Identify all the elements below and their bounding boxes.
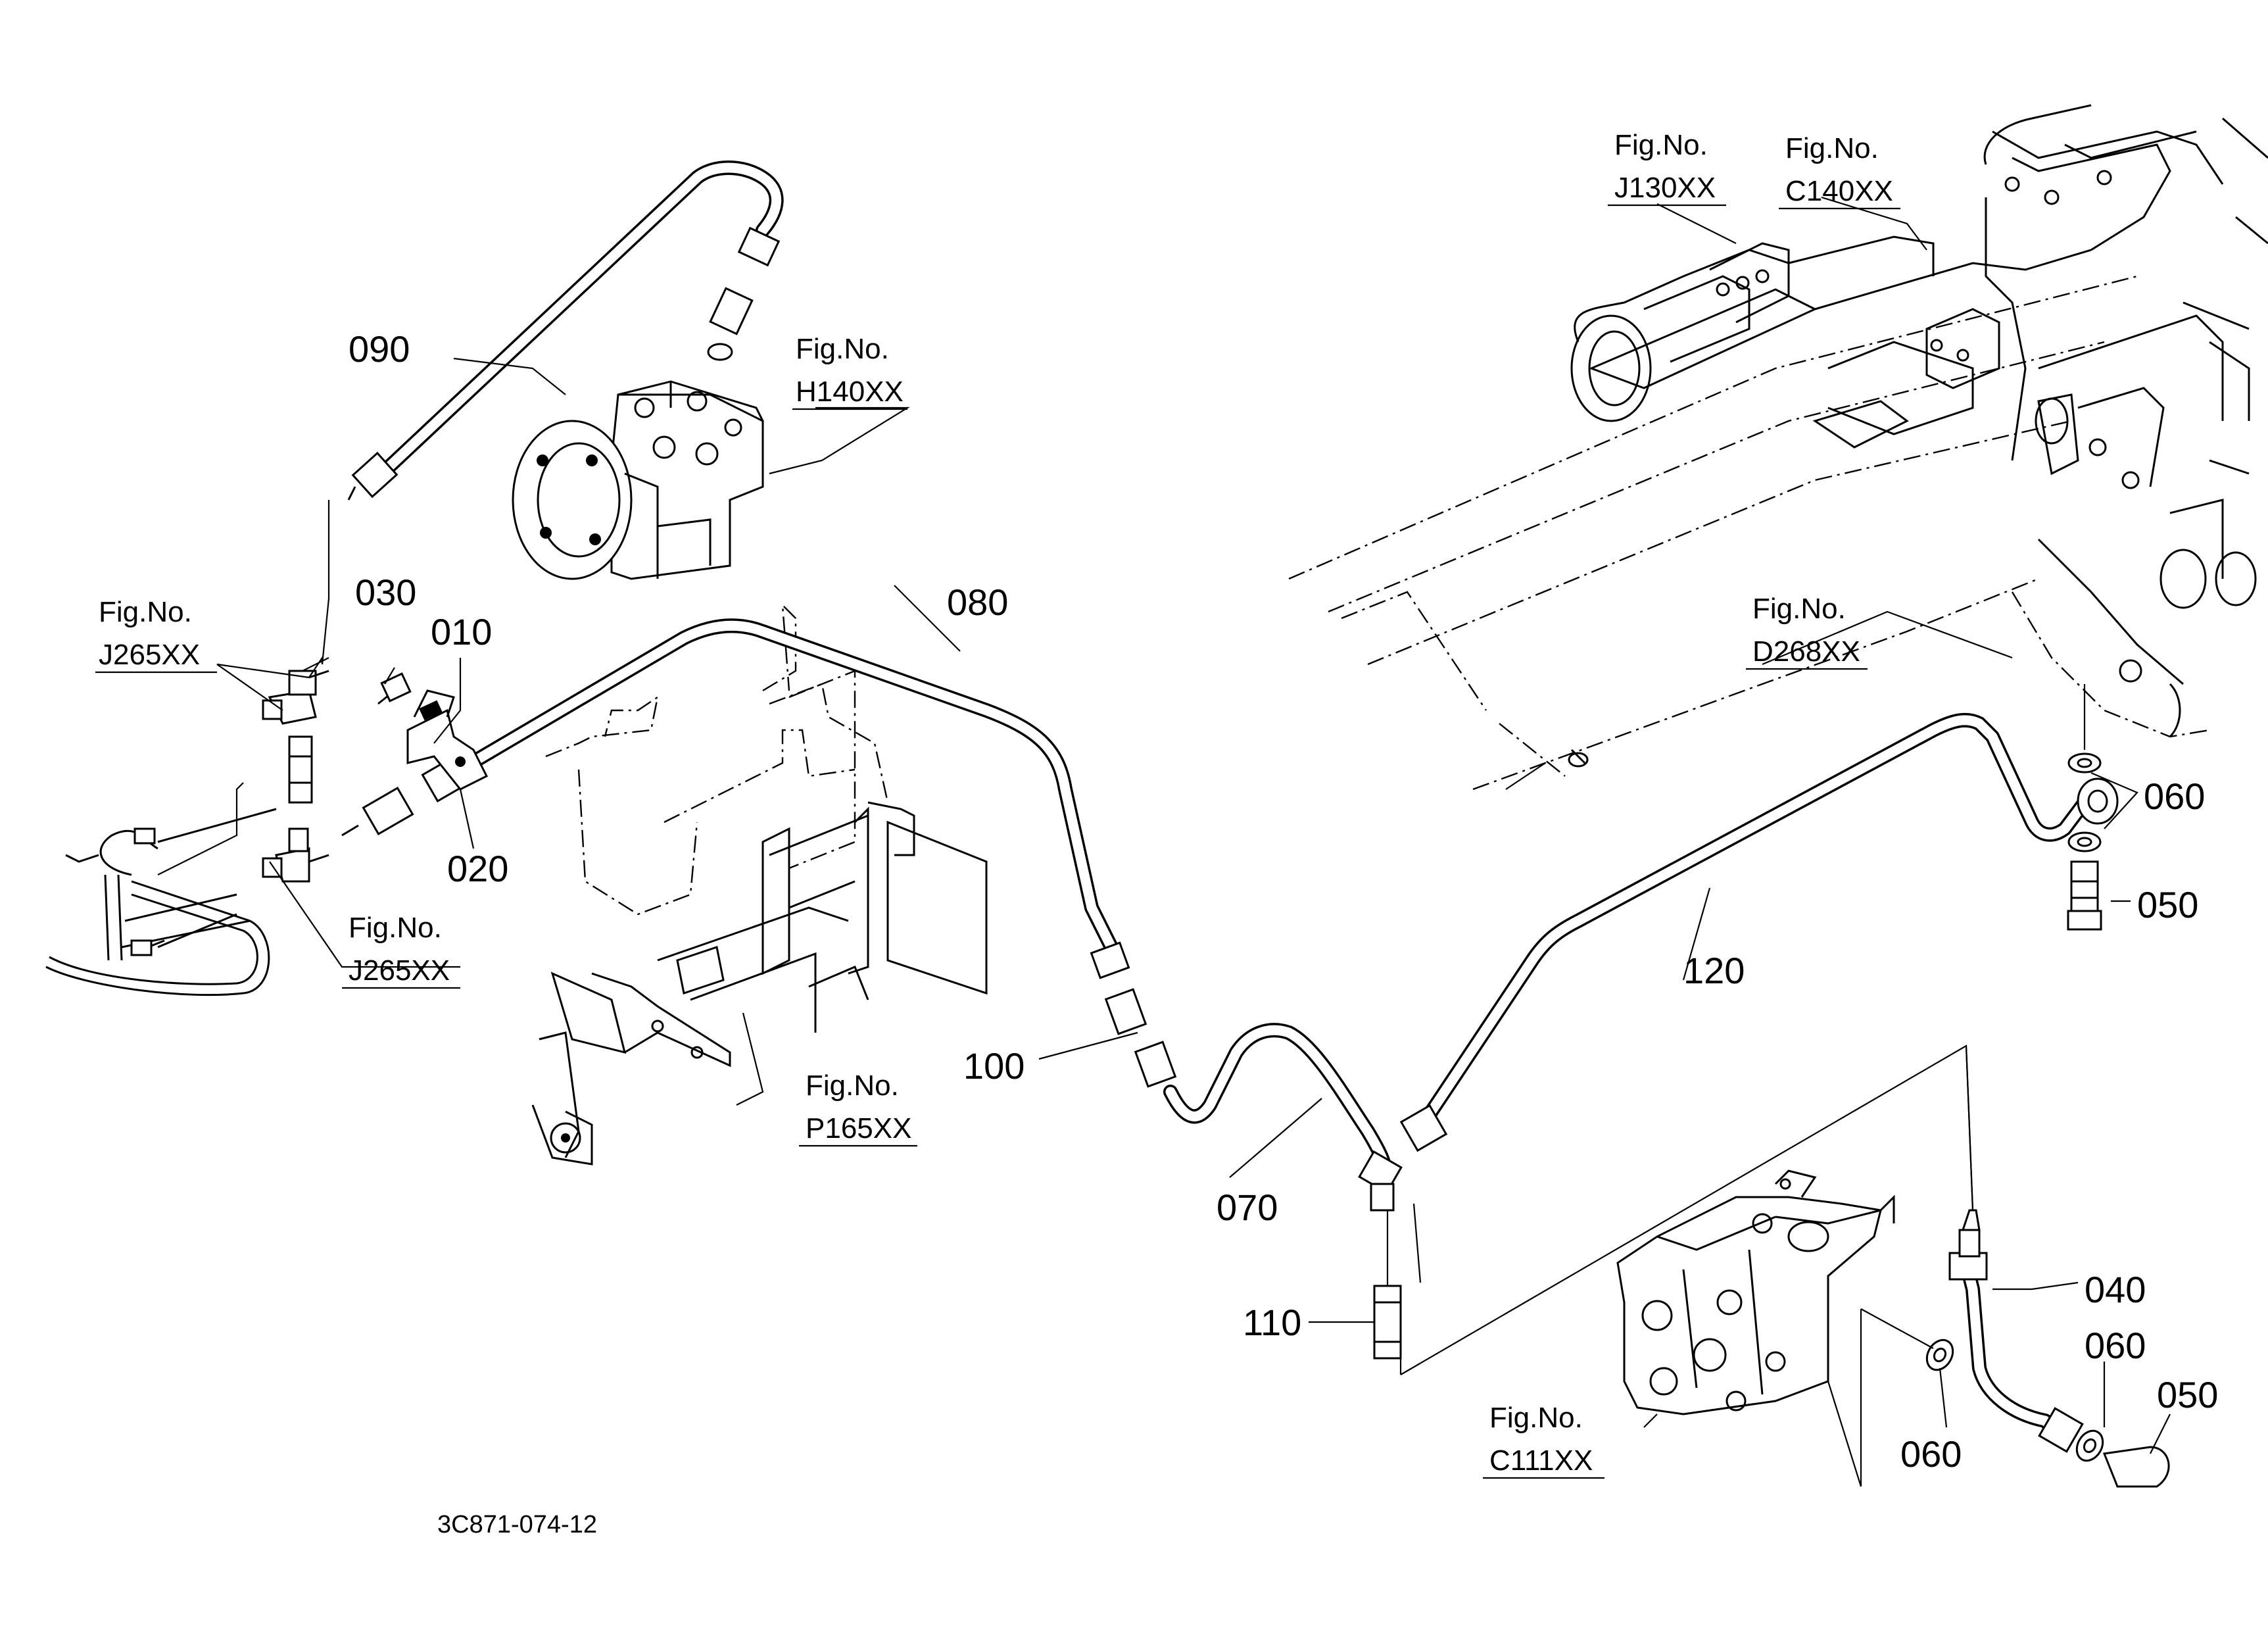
label-040: 040: [2085, 1269, 2146, 1310]
svg-text:J130XX: J130XX: [1614, 172, 1716, 204]
figref-j130: Fig.No. J130XX: [1608, 129, 1726, 207]
pipe-070: [1163, 1023, 1403, 1212]
label-010: 010: [431, 611, 492, 652]
svg-text:C111XX: C111XX: [1489, 1444, 1593, 1477]
control-valve: [1616, 1169, 1895, 1415]
svg-text:J265XX: J265XX: [99, 639, 200, 671]
pipe-080: [341, 618, 1177, 1088]
svg-text:C140XX: C140XX: [1785, 175, 1893, 207]
figref-h140: Fig.No. H140XX: [792, 333, 907, 410]
mounting-bracket: [531, 602, 988, 1166]
label-100: 100: [963, 1045, 1025, 1087]
svg-text:Fig.No.: Fig.No.: [796, 333, 889, 365]
steering-unit: [512, 380, 764, 580]
figref-d268: Fig.No. D268XX: [1746, 593, 1868, 670]
label-070: 070: [1217, 1187, 1278, 1228]
svg-text:Fig.No.: Fig.No.: [1614, 129, 1708, 161]
figref-j265-upper: Fig.No. J265XX: [95, 596, 217, 674]
svg-text:Fig.No.: Fig.No.: [806, 1069, 899, 1102]
svg-text:Fig.No.: Fig.No.: [1785, 132, 1879, 164]
svg-text:Fig.No.: Fig.No.: [99, 596, 192, 628]
svg-text:D268XX: D268XX: [1752, 635, 1860, 668]
svg-text:Fig.No.: Fig.No.: [349, 912, 442, 944]
left-pipe-assembly: [45, 500, 330, 996]
label-050-right: 050: [2137, 884, 2198, 925]
pipe-090: [347, 160, 784, 501]
leader-lines: [216, 196, 2171, 1454]
svg-text:J265XX: J265XX: [349, 954, 450, 987]
label-060-right: 060: [2144, 775, 2205, 817]
figure-references: Fig.No. H140XX Fig.No. J265XX Fig.No. J2…: [95, 129, 1900, 1479]
clamp-assembly: [377, 672, 489, 791]
svg-text:Fig.No.: Fig.No.: [1489, 1402, 1583, 1434]
right-eye-joint: [2067, 684, 2119, 931]
svg-text:Fig.No.: Fig.No.: [1752, 593, 1846, 625]
figref-p165: Fig.No. P165XX: [799, 1069, 917, 1147]
label-120: 120: [1683, 950, 1745, 991]
figref-c140: Fig.No. C140XX: [1779, 132, 1900, 210]
pipe-040-assembly: [1925, 1045, 2170, 1488]
label-080: 080: [947, 581, 1008, 623]
connection-frame: [1399, 1045, 1974, 1487]
drawing-code: 3C871-074-12: [437, 1511, 597, 1538]
figref-j265-lower: Fig.No. J265XX: [342, 912, 460, 989]
part-number-labels: 090 030 010 080 020 100 070 110 120 060 …: [349, 328, 2218, 1475]
label-020: 020: [447, 848, 508, 889]
label-030: 030: [355, 572, 416, 613]
label-050-bottom: 050: [2157, 1374, 2218, 1415]
transmission-housing: [1288, 104, 2268, 791]
nipple-110: [1373, 1203, 1422, 1360]
figref-c111: Fig.No. C111XX: [1483, 1402, 1604, 1479]
pipe-120: [1399, 712, 2092, 1152]
label-110: 110: [1243, 1302, 1301, 1343]
label-060-mid: 060: [2085, 1325, 2146, 1366]
label-090: 090: [349, 328, 410, 370]
svg-text:P165XX: P165XX: [806, 1112, 911, 1144]
svg-text:H140XX: H140XX: [796, 376, 904, 408]
label-060-bottom: 060: [1900, 1433, 1962, 1475]
